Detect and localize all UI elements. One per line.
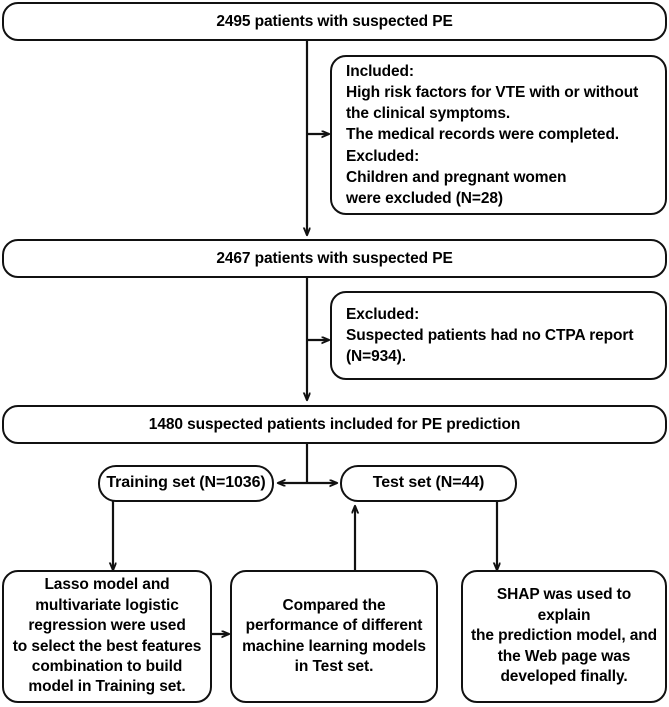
node-eligibility-criteria-label: Included: High risk factors for VTE with… [346,63,639,207]
node-exclusion-no-ctpa-label: Excluded: Suspected patients had no CTPA… [346,305,634,366]
node-training-set: Training set (N=1036) [98,465,274,502]
node-cohort-after-criteria: 2467 patients with suspected PE [2,239,667,278]
node-exclusion-no-ctpa: Excluded: Suspected patients had no CTPA… [330,291,667,380]
node-training-set-label: Training set (N=1036) [106,474,266,492]
node-cohort-after-criteria-label: 2467 patients with suspected PE [216,249,453,267]
node-task-model-comparison: Compared the performance of different ma… [230,570,438,703]
node-task-feature-selection-label: Lasso model and multivariate logistic re… [12,576,202,696]
node-eligibility-criteria: Included: High risk factors for VTE with… [330,55,667,215]
node-task-model-comparison-label: Compared the performance of different ma… [242,596,426,675]
node-cohort-initial-label: 2495 patients with suspected PE [216,12,453,30]
node-cohort-final-label: 1480 suspected patients included for PE … [148,415,521,433]
node-test-set-label: Test set (N=44) [372,474,485,492]
node-task-interpretation: SHAP was used to explain the prediction … [461,570,667,703]
node-cohort-initial: 2495 patients with suspected PE [2,2,667,41]
node-test-set: Test set (N=44) [340,465,517,502]
node-task-feature-selection: Lasso model and multivariate logistic re… [2,570,212,703]
node-task-interpretation-label: SHAP was used to explain the prediction … [470,586,658,686]
node-cohort-final: 1480 suspected patients included for PE … [2,405,667,444]
